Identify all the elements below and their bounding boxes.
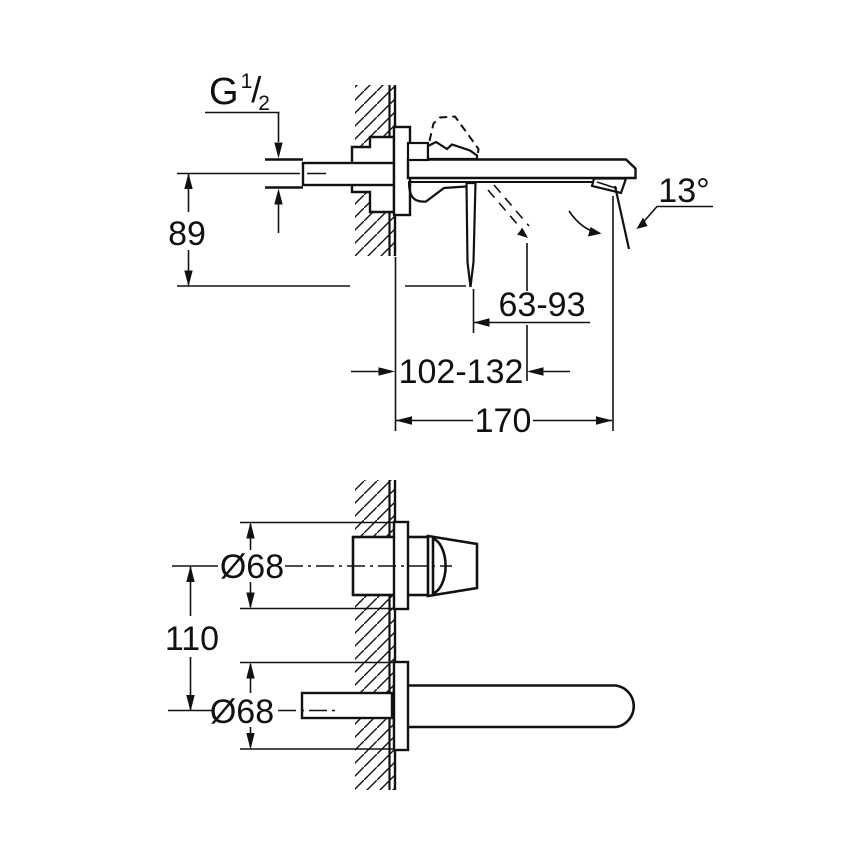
supply-body-plan	[300, 691, 394, 720]
dim-rosette-bottom: Ø68	[168, 661, 394, 750]
dim-handle-depth: 102-132	[351, 353, 570, 391]
handle-clearance-label: 63-93	[499, 286, 586, 324]
spout-side	[406, 158, 637, 180]
dim-rosette-top: Ø68	[172, 521, 452, 610]
handle-lever	[426, 140, 479, 161]
handle-lever-raised-dashed	[428, 115, 480, 158]
aerator	[590, 177, 628, 195]
spout-plan	[392, 684, 636, 729]
escutcheon-plan-bottom	[392, 660, 410, 752]
dim-thread: G1/2	[205, 69, 283, 233]
dim-spout-angle: 13°	[568, 172, 713, 250]
spout-angle-label: 13°	[658, 172, 709, 210]
knob-dome	[431, 536, 447, 596]
body-underside	[407, 181, 467, 203]
handle-base	[406, 141, 430, 162]
dim-spout-projection: 170	[394, 196, 614, 440]
rosette-bottom-label: Ø68	[210, 693, 274, 731]
plan-view: Ø68 Ø68 110	[165, 480, 636, 790]
hole-spacing-label: 110	[165, 620, 219, 658]
dim-inlet-height: 89	[168, 172, 466, 287]
handle-swing-arc	[487, 184, 530, 238]
inlet-height-label: 89	[168, 215, 206, 253]
handle-depth-label: 102-132	[399, 353, 524, 391]
supply-pipe	[265, 158, 303, 189]
dim-hole-spacing: 110	[165, 565, 219, 712]
wall-hatch-plan	[355, 480, 397, 790]
spout-projection-label: 170	[475, 402, 532, 440]
handle-blade	[465, 181, 477, 288]
thread-label: G1/2	[209, 69, 270, 115]
dim-handle-clearance: 63-93	[472, 243, 590, 381]
rosette-top-label: Ø68	[220, 548, 284, 586]
side-view: G1/2 89 63-93 1	[168, 69, 713, 440]
